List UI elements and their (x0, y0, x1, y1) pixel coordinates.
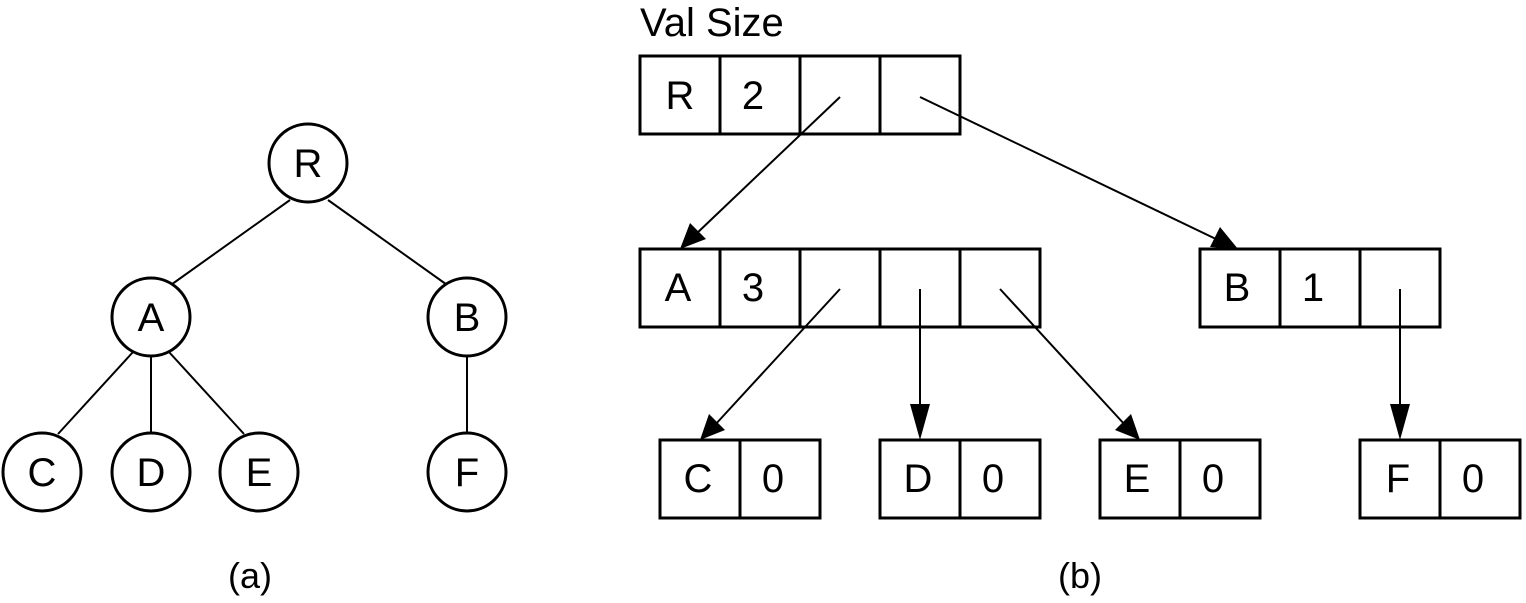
tree-node-label: B (454, 296, 481, 340)
tree-node-R: R (267, 122, 349, 204)
arrowhead-icon (700, 414, 725, 440)
record-val: F (1386, 457, 1410, 501)
val-cell (878, 438, 962, 520)
record-val: C (684, 457, 713, 501)
arrowhead-icon (1390, 404, 1410, 440)
arrowhead-icon (910, 404, 930, 440)
record-R: R 2 (638, 54, 962, 136)
pointer-A-to-D (910, 289, 930, 440)
tree-node-circle (110, 276, 192, 358)
tree-node-circle (218, 431, 300, 513)
tree-node-circle (267, 122, 349, 204)
record-val: B (1224, 266, 1251, 310)
array-representation: Val Size R 2 A 3 B 1 (638, 1, 1522, 596)
val-cell (638, 247, 722, 329)
arrowhead-icon (680, 223, 706, 249)
record-E: E 0 (1098, 438, 1262, 520)
pointer-A-to-C (700, 288, 841, 440)
pointer-cell (958, 247, 1042, 329)
pointer-B-to-F (1390, 289, 1410, 440)
record-F: F 0 (1358, 438, 1522, 520)
size-cell (718, 247, 802, 329)
record-val: R (666, 74, 695, 118)
size-cell (1178, 438, 1262, 520)
tree-node-circle (1, 431, 83, 513)
pointer-line (999, 288, 1127, 427)
caption-a: (a) (228, 555, 272, 596)
record-C: C 0 (658, 438, 822, 520)
arrowhead-icon (1115, 414, 1140, 440)
pointer-A-to-E (999, 288, 1140, 440)
val-size-header: Val Size (640, 1, 784, 45)
tree-node-label: A (138, 296, 165, 340)
tree-node-E: E (218, 431, 300, 513)
tree-node-D: D (110, 431, 192, 513)
record-A: A 3 (638, 247, 1042, 329)
record-val: D (904, 457, 933, 501)
record-size: 0 (982, 457, 1004, 501)
arrowhead-icon (1210, 227, 1238, 249)
tree-edge-R-A (167, 199, 291, 288)
pointer-line (919, 96, 1219, 241)
pointer-line (713, 288, 841, 427)
size-cell (1278, 247, 1362, 329)
record-size: 2 (742, 74, 764, 118)
pointer-arrows (680, 96, 1410, 440)
tree-node-label: E (246, 451, 273, 495)
record-val: A (665, 266, 692, 310)
record-size: 0 (1462, 457, 1484, 501)
general-tree: R A B C D E F (a) (1, 122, 508, 596)
tree-node-label: D (137, 451, 166, 495)
tree-node-F: F (426, 431, 508, 513)
record-D: D 0 (878, 438, 1042, 520)
tree-node-A: A (110, 276, 192, 358)
caption-b: (b) (1058, 555, 1102, 596)
tree-edges (57, 199, 468, 435)
record-size: 3 (742, 266, 764, 310)
tree-edge-A-C (57, 351, 134, 435)
pointer-R-to-B (919, 96, 1238, 249)
pointer-line (694, 96, 841, 236)
tree-node-C: C (1, 431, 83, 513)
val-cell (658, 438, 742, 520)
tree-node-label: F (455, 451, 479, 495)
record-size: 1 (1302, 266, 1324, 310)
size-cell (1438, 438, 1522, 520)
tree-node-circle (110, 431, 192, 513)
size-cell (958, 438, 1042, 520)
tree-edge-A-E (168, 351, 245, 435)
record-size: 0 (1202, 457, 1224, 501)
val-cell (1098, 438, 1182, 520)
tree-node-label: R (294, 142, 323, 186)
tree-node-label: C (28, 451, 57, 495)
pointer-R-to-A (680, 96, 841, 249)
pointer-cell (798, 247, 882, 329)
tree-node-B: B (426, 276, 508, 358)
pointer-cell (878, 54, 962, 136)
record-size: 0 (762, 457, 784, 501)
record-B: B 1 (1198, 247, 1442, 329)
tree-node-circle (426, 431, 508, 513)
tree-node-circle (426, 276, 508, 358)
tree-edge-R-B (327, 199, 451, 288)
size-cell (738, 438, 822, 520)
record-val: E (1124, 457, 1151, 501)
